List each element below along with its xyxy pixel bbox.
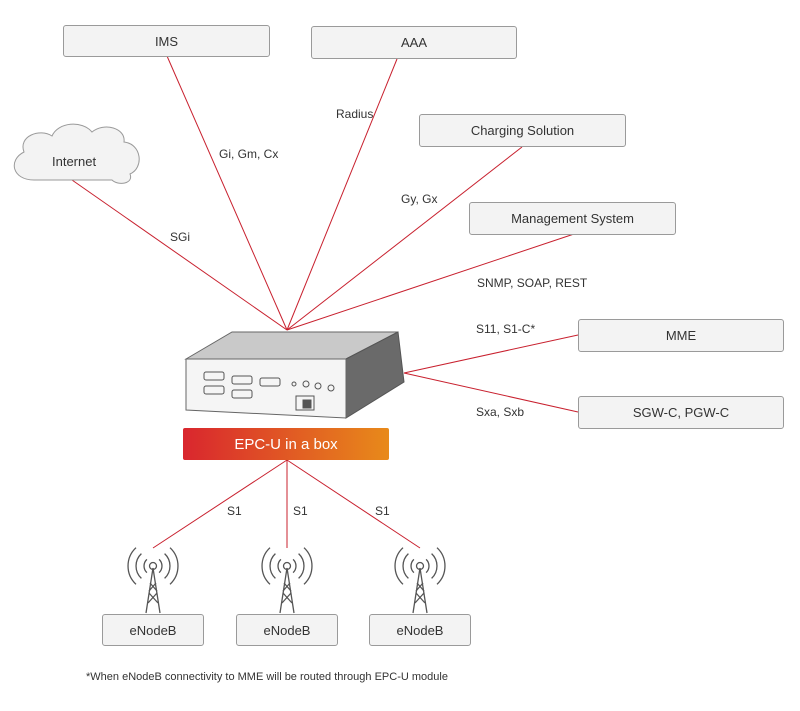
link-line-aaa	[286, 58, 398, 331]
link-line-sgw	[403, 372, 579, 413]
ims-box: IMS	[63, 25, 270, 57]
link-label-management: SNMP, SOAP, REST	[477, 276, 588, 290]
footnote: *When eNodeB connectivity to MME will be…	[86, 671, 448, 683]
enodeb-box: eNodeB	[102, 614, 204, 646]
sgw-pgw-box: SGW-C, PGW-C	[578, 396, 784, 429]
link-label-s1-left: S1	[227, 504, 242, 518]
link-line-management	[286, 233, 575, 331]
link-label-sgw: Sxa, Sxb	[476, 405, 525, 419]
epc-u-label: EPC-U in a box	[183, 428, 389, 460]
link-line-s1-right	[286, 459, 421, 549]
enodeb-box: eNodeB	[369, 614, 471, 646]
link-label-s1-mid: S1	[293, 504, 308, 518]
antenna-tower-icon	[127, 547, 179, 614]
internet-label: Internet	[52, 154, 97, 169]
link-label-charging: Gy, Gx	[401, 192, 438, 206]
server-appliance-icon	[184, 331, 405, 419]
link-label-s1-right: S1	[375, 504, 390, 518]
link-label-ims: Gi, Gm, Cx	[219, 147, 279, 161]
enodeb-box: eNodeB	[236, 614, 338, 646]
link-label-internet: SGi	[170, 230, 191, 244]
link-line-ims	[166, 55, 288, 331]
antenna-tower-icon	[394, 547, 446, 614]
aaa-box: AAA	[311, 26, 517, 59]
antenna-tower-icon	[261, 547, 313, 614]
link-label-mme: S11, S1-C*	[476, 322, 536, 336]
link-line-s1-left	[152, 459, 288, 549]
mme-box: MME	[578, 319, 784, 352]
link-line-internet	[71, 179, 288, 331]
charging-solution-box: Charging Solution	[419, 114, 626, 147]
link-line-charging	[286, 146, 523, 331]
management-system-box: Management System	[469, 202, 676, 235]
cloud-icon	[13, 123, 140, 184]
link-label-aaa: Radius	[336, 107, 374, 121]
link-line-mme	[403, 334, 579, 374]
